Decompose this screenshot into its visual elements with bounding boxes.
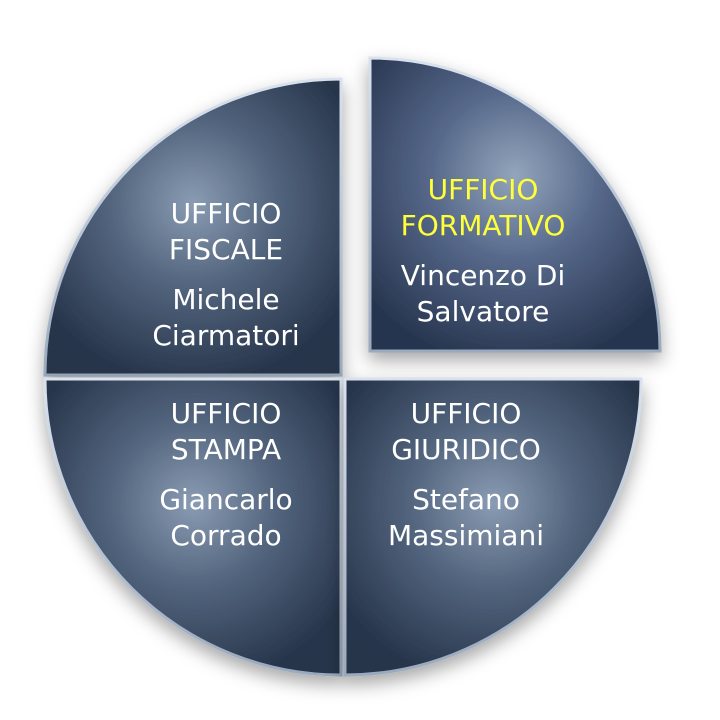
- segment-formativo: [368, 56, 662, 353]
- quadrant-title-line: UFFICIO: [170, 197, 282, 230]
- person-name-line: Stefano: [412, 483, 520, 516]
- person-name-line: Corrado: [170, 519, 282, 552]
- quadrant-title-line: FORMATIVO: [400, 209, 566, 242]
- person-name-line: Michele: [172, 283, 280, 316]
- quadrant-title-line: GIURIDICO: [391, 433, 541, 466]
- segment-stampa: [43, 377, 343, 677]
- quadrant-title-line: STAMPA: [170, 433, 282, 466]
- segment-fiscale: [43, 77, 343, 377]
- quadrant-title-line: UFFICIO: [170, 397, 282, 430]
- person-name-line: Vincenzo Di: [400, 259, 566, 292]
- segment-giuridico: [343, 377, 643, 677]
- person-name-line: Massimiani: [387, 519, 544, 552]
- quadrant-giuridico: UFFICIO GIURIDICO Stefano Massimiani: [336, 396, 596, 554]
- quadrant-stampa: UFFICIO STAMPA Giancarlo Corrado: [96, 396, 356, 554]
- quadrant-title-line: UFFICIO: [427, 173, 539, 206]
- quadrant-formativo: UFFICIO FORMATIVO Vincenzo Di Salvatore: [353, 172, 613, 330]
- quadrant-title-line: FISCALE: [168, 233, 284, 266]
- quadrant-fiscale: UFFICIO FISCALE Michele Ciarmatori: [96, 196, 356, 354]
- person-name-line: Giancarlo: [159, 483, 293, 516]
- person-name-line: Ciarmatori: [152, 319, 300, 352]
- quadrant-title-line: UFFICIO: [410, 397, 522, 430]
- person-name-line: Salvatore: [416, 295, 550, 328]
